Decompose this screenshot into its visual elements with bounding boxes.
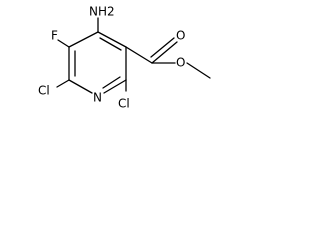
bond-n1-c2-double	[102, 76, 121, 89]
chloro-left-label: Cl	[38, 84, 50, 98]
bond-c4-c3	[97, 31, 127, 48]
ring-nitrogen-label: N	[93, 91, 102, 105]
fluoro-label: F	[51, 29, 58, 43]
structure-diagram: NH2 F Cl N Cl O O	[0, 0, 237, 156]
ester-oxygen-label: O	[176, 56, 185, 70]
bond-carbonyl-oxygen	[151, 41, 178, 64]
bond-carbonyl-oxygen-double	[150, 37, 175, 58]
bond-c6-n1	[68, 79, 93, 94]
bond-c5-fluoro	[57, 39, 70, 48]
carbonyl-oxygen-label: O	[176, 29, 185, 43]
amino-label: NH2	[89, 5, 115, 19]
bond-ester-oxygen-methyl	[186, 62, 211, 79]
bond-n1-c2	[103, 79, 127, 94]
chloro-right-label: Cl	[118, 97, 130, 111]
bond-c4-c5	[68, 31, 99, 48]
bond-c6-chloro	[56, 79, 70, 88]
bond-c3-carbonyl	[125, 46, 153, 64]
molecule-drawing: NH2 F Cl N Cl O O	[38, 5, 211, 111]
bond-c4-c3-double	[99, 37, 122, 51]
